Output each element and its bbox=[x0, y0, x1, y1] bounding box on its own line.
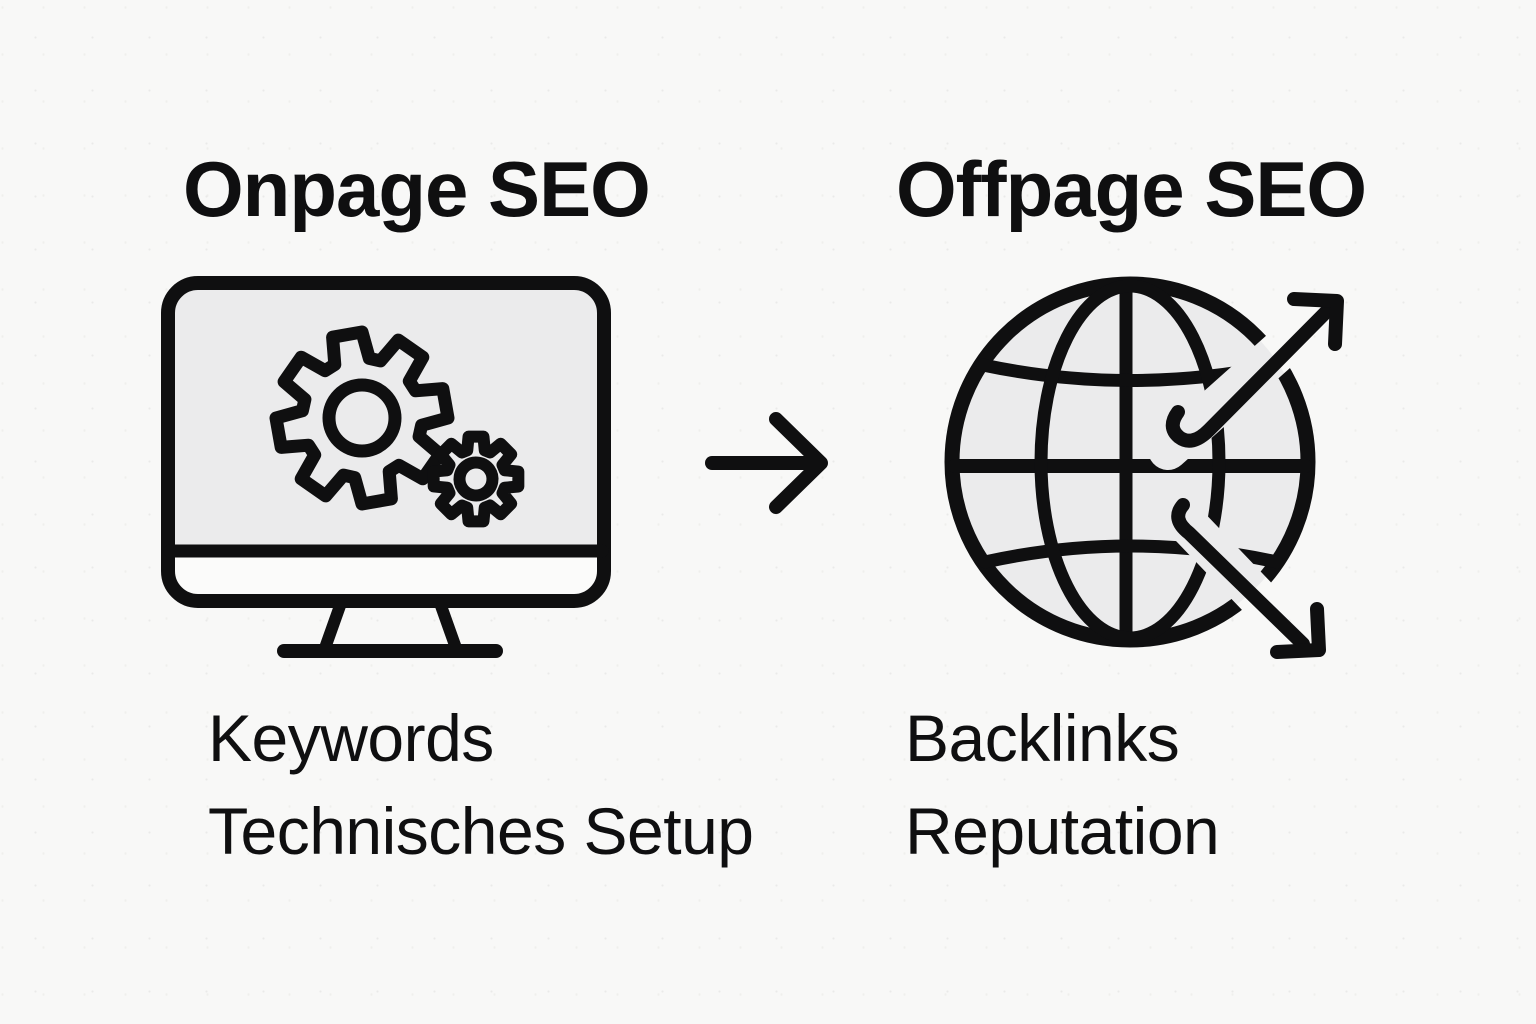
offpage-seo-title: Offpage SEO bbox=[896, 145, 1367, 233]
monitor-screen bbox=[168, 283, 604, 551]
offpage-labels: Backlinks Reputation bbox=[905, 692, 1220, 878]
label-technisches-setup: Technisches Setup bbox=[208, 794, 754, 868]
outbound-arrow-up-icon bbox=[1165, 292, 1344, 448]
globe-with-outbound-arrows-icon bbox=[944, 276, 1344, 659]
outbound-arrow-down-icon bbox=[1171, 498, 1326, 659]
monitor-outline bbox=[161, 276, 611, 608]
monitor-with-gears-icon bbox=[161, 276, 611, 658]
globe-grid bbox=[944, 276, 1316, 648]
monitor-stand bbox=[277, 597, 503, 658]
right-arrow-icon bbox=[705, 412, 828, 514]
onpage-seo-title: Onpage SEO bbox=[183, 145, 651, 233]
label-reputation: Reputation bbox=[905, 794, 1220, 868]
onpage-labels: Keywords Technisches Setup bbox=[208, 692, 754, 878]
label-backlinks: Backlinks bbox=[905, 701, 1180, 775]
label-keywords: Keywords bbox=[208, 701, 494, 775]
